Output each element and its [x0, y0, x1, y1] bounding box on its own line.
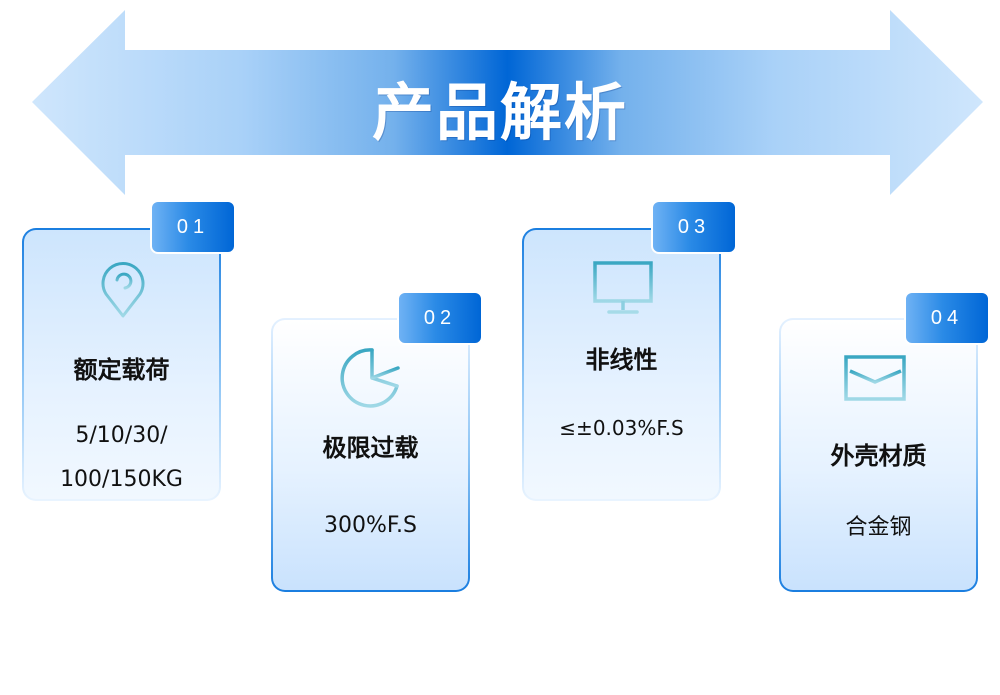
- card-number-badge: 01: [150, 200, 236, 254]
- card-title: 极限过载: [322, 434, 419, 462]
- spec-card-overload: 极限过载 300%F.S: [271, 318, 470, 592]
- spec-card-rated-load: 额定载荷 5/10/30/ 100/150KG: [22, 228, 221, 501]
- card-value: 合金钢: [845, 515, 912, 540]
- spec-card-housing-material: 外壳材质 合金钢: [779, 318, 978, 592]
- double-arrow-shape: [32, 10, 983, 195]
- card-value-line-1: 5/10/30/: [75, 423, 168, 448]
- card-value: ≤±0.03%F.S: [559, 416, 684, 440]
- envelope-icon: [844, 355, 906, 401]
- card-number-badge: 02: [397, 291, 483, 345]
- monitor-icon: [593, 261, 653, 314]
- card-title: 额定载荷: [73, 356, 170, 384]
- card-number-badge: 03: [651, 200, 737, 254]
- page-title: 产品解析: [371, 76, 628, 149]
- pie-chart-icon: [340, 348, 400, 408]
- title-banner: 产品解析: [0, 0, 1000, 200]
- card-title: 外壳材质: [830, 442, 927, 470]
- map-pin-icon: [101, 262, 145, 318]
- card-number-badge: 04: [904, 291, 990, 345]
- spec-card-nonlinearity: 非线性 ≤±0.03%F.S: [522, 228, 721, 501]
- card-value-line-2: 100/150KG: [60, 467, 183, 492]
- card-title: 非线性: [585, 346, 658, 374]
- card-value: 300%F.S: [324, 513, 417, 538]
